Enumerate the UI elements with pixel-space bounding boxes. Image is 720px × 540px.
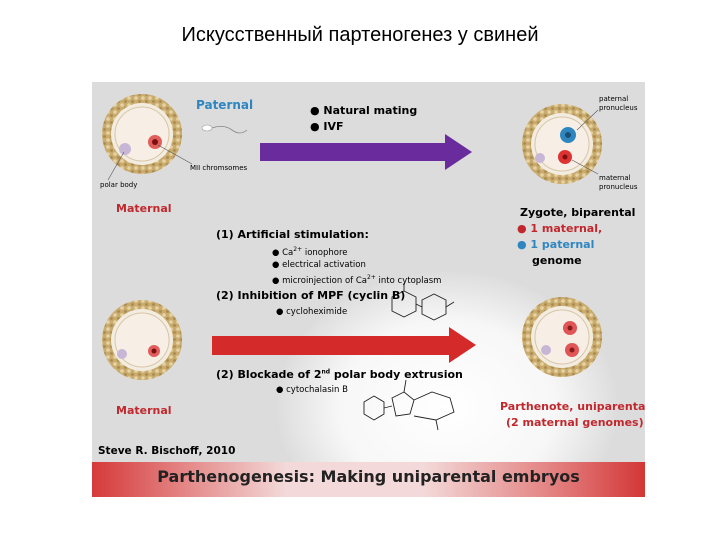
bottom-banner	[92, 462, 645, 497]
maternal-pronucleus-label-1: maternal	[599, 174, 631, 182]
cytochalasin-structure	[363, 379, 455, 431]
oocyte-zygote	[522, 104, 602, 184]
zygote-paternal: ● 1 paternal	[517, 238, 595, 251]
credit-label: Steve R. Bischoff, 2010	[98, 445, 236, 457]
oocyte-mid-left	[102, 300, 182, 380]
maternal-label-bottom: Maternal	[116, 404, 172, 417]
stimulation-title: (1) Artificial stimulation:	[216, 228, 369, 241]
parthenote-genomes: (2 maternal genomes)	[506, 416, 644, 429]
paternal-pronucleus-label-2: pronucleus	[599, 104, 638, 112]
zygote-maternal: ● 1 maternal,	[517, 222, 603, 235]
stimulation-item-1: ● Ca2+ ionophore	[272, 246, 348, 258]
maternal-label-top: Maternal	[116, 202, 172, 215]
zygote-genome: genome	[532, 254, 582, 267]
blockade-item-1: ● cytochalasin B	[276, 385, 348, 395]
parthenote-title: Parthenote, uniparental	[500, 400, 645, 413]
purple-arrow	[260, 134, 472, 170]
oocyte-parthenote	[522, 297, 602, 377]
paternal-label: Paternal	[196, 98, 254, 112]
stimulation-item-2: ● electrical activation	[272, 260, 366, 270]
zygote-title: Zygote, biparental	[520, 206, 636, 219]
maternal-pronucleus-label-2: pronucleus	[599, 183, 638, 191]
paternal-pronucleus-label-1: paternal	[599, 95, 629, 103]
oocyte-top-left	[102, 94, 182, 174]
banner-title: Parthenogenesis: Making uniparental embr…	[157, 467, 580, 486]
inhibition-title: (2) Inhibition of MPF (cyclin B)	[216, 289, 406, 302]
parthenogenesis-figure: Paternal MII chromsomes polar body Mater…	[92, 82, 645, 497]
mating-item-2: ● IVF	[310, 120, 344, 133]
slide-title: Искусственный партеногенез у свиней	[181, 24, 539, 46]
red-arrow	[212, 327, 476, 363]
sperm-icon	[201, 124, 248, 134]
inhibition-item-1: ● cycloheximide	[276, 307, 348, 317]
figure-graphics	[102, 94, 602, 431]
stimulation-item-3: ● microinjection of Ca2+ into cytoplasm	[272, 274, 442, 286]
polar-body-label: polar body	[100, 181, 138, 189]
cycloheximide-structure	[391, 283, 455, 321]
blockade-title: (2) Blockade of 2nd polar body extrusion	[216, 368, 463, 381]
mii-label: MII chromsomes	[190, 164, 248, 172]
mating-item-1: ● Natural mating	[310, 104, 418, 117]
polar-body-top	[119, 143, 131, 155]
